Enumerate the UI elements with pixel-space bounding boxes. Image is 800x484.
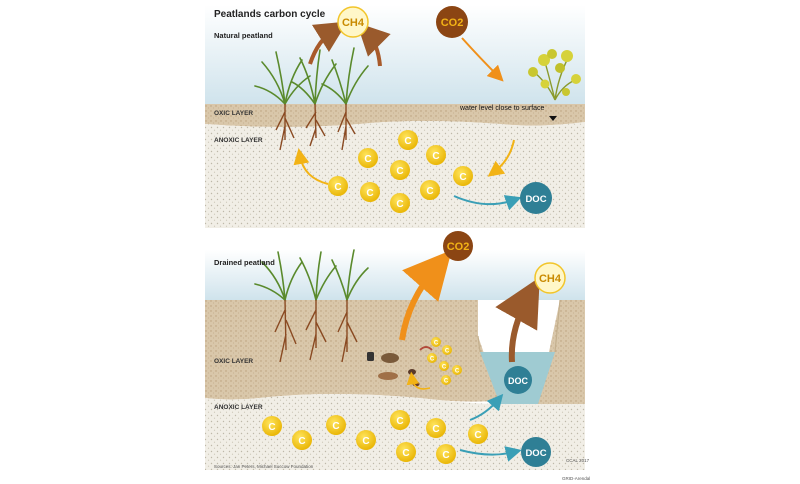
carbon-circle: C bbox=[468, 424, 488, 444]
svg-text:C: C bbox=[404, 136, 411, 147]
svg-text:C: C bbox=[430, 357, 435, 363]
grass-plants-icon bbox=[254, 47, 369, 105]
carbon-circle-small: C bbox=[439, 361, 449, 371]
co2-to-moss-arrow bbox=[461, 37, 504, 82]
carbon-circle-small: C bbox=[441, 375, 451, 385]
soil-organisms-icon bbox=[367, 346, 433, 387]
ch4-bubble-drained: CH4 bbox=[534, 262, 566, 294]
grass-plants-drained-icon bbox=[254, 249, 369, 301]
svg-text:C: C bbox=[442, 450, 449, 461]
doc-bubble-ditch: DOC bbox=[504, 366, 532, 394]
carbon-circle: C bbox=[426, 145, 446, 165]
natural-anoxic-label: ANOXIC LAYER bbox=[214, 137, 263, 144]
carbon-circle: C bbox=[356, 430, 376, 450]
ch4-label-drained: CH4 bbox=[539, 273, 562, 285]
ch4-release-arrow bbox=[495, 277, 540, 363]
natural-panel: CH4 CO2 DOC C C C C C C C C C bbox=[205, 5, 585, 228]
natural-oxic-label: OXIC LAYER bbox=[214, 110, 254, 117]
svg-text:C: C bbox=[396, 199, 403, 210]
page-title: Peatlands carbon cycle bbox=[214, 9, 326, 20]
carbon-circle-small: C bbox=[452, 365, 462, 375]
drained-panel-label: Drained peatland bbox=[214, 258, 275, 267]
svg-text:C: C bbox=[298, 436, 305, 447]
svg-text:C: C bbox=[432, 151, 439, 162]
moss-to-soil-arrow bbox=[487, 139, 515, 177]
water-level-note: water level close to surface bbox=[460, 105, 545, 112]
svg-text:C: C bbox=[364, 154, 371, 165]
carbon-circle: C bbox=[292, 430, 312, 450]
roots-icon bbox=[275, 103, 356, 151]
svg-text:C: C bbox=[366, 188, 373, 199]
carbon-to-doc-drained-arrow bbox=[459, 446, 522, 462]
carbon-circle: C bbox=[398, 130, 418, 150]
carbon-circle: C bbox=[328, 176, 348, 196]
carbon-circle: C bbox=[396, 442, 416, 462]
co2-label-drained: CO2 bbox=[447, 241, 470, 253]
drained-oxic-label: OXIC LAYER bbox=[214, 358, 254, 365]
doc-label-ditch: DOC bbox=[508, 376, 529, 386]
carbon-to-roots-arrow bbox=[293, 148, 329, 185]
doc-label-drained: DOC bbox=[525, 448, 546, 459]
doc-bubble: DOC bbox=[520, 182, 552, 214]
carbon-to-doc-arrow bbox=[453, 195, 522, 211]
carbon-circle: C bbox=[390, 193, 410, 213]
carbon-circle-small: C bbox=[427, 353, 437, 363]
svg-text:C: C bbox=[426, 186, 433, 197]
svg-text:C: C bbox=[474, 430, 481, 441]
drained-panel: C C C C C C CO2 CH4 DOC DOC bbox=[205, 231, 585, 470]
svg-text:C: C bbox=[442, 365, 447, 371]
carbon-circle: C bbox=[360, 182, 380, 202]
doc-label: DOC bbox=[525, 194, 546, 205]
carbon-circles-oxic: C C C C C C bbox=[427, 337, 462, 385]
ch4-arrow-left bbox=[308, 21, 348, 65]
svg-text:C: C bbox=[362, 436, 369, 447]
svg-text:C: C bbox=[455, 369, 460, 375]
svg-text:C: C bbox=[402, 448, 409, 459]
svg-text:C: C bbox=[396, 416, 403, 427]
carbon-circle: C bbox=[358, 148, 378, 168]
carbon-circles-drained: C C C C C C C C C bbox=[262, 410, 488, 464]
carbon-circle: C bbox=[390, 160, 410, 180]
carbon-circle: C bbox=[262, 416, 282, 436]
carbon-to-ditch-arrow bbox=[469, 393, 504, 421]
svg-text:C: C bbox=[268, 422, 275, 433]
doc-bubble-drained: DOC bbox=[521, 437, 551, 467]
co2-release-arrow bbox=[399, 249, 452, 341]
svg-text:C: C bbox=[432, 424, 439, 435]
carbon-circles-natural: C C C C C C C C C bbox=[328, 130, 473, 213]
co2-label: CO2 bbox=[441, 17, 464, 29]
carbon-circle-small: C bbox=[442, 345, 452, 355]
svg-text:C: C bbox=[445, 349, 450, 355]
drained-anoxic-label: ANOXIC LAYER bbox=[214, 404, 263, 411]
ch4-bubble: CH4 bbox=[337, 6, 369, 38]
roots-drained-icon bbox=[274, 299, 358, 363]
natural-sky bbox=[205, 5, 585, 105]
carbon-circle: C bbox=[426, 418, 446, 438]
co2-bubble-drained: CO2 bbox=[443, 231, 473, 261]
svg-text:C: C bbox=[334, 182, 341, 193]
credit-note: GRID-Arendal bbox=[562, 476, 591, 481]
water-level-marker-icon bbox=[549, 116, 557, 121]
co2-bubble: CO2 bbox=[436, 6, 468, 38]
ch4-arrow-right bbox=[356, 22, 391, 67]
carbon-circle: C bbox=[420, 180, 440, 200]
svg-text:C: C bbox=[444, 379, 449, 385]
svg-text:C: C bbox=[396, 166, 403, 177]
carbon-circle: C bbox=[326, 415, 346, 435]
carbon-circle: C bbox=[436, 444, 456, 464]
carbon-circle-small: C bbox=[431, 337, 441, 347]
svg-text:C: C bbox=[332, 421, 339, 432]
natural-panel-label: Natural peatland bbox=[214, 31, 273, 40]
carbon-to-roots-drained-arrow bbox=[406, 371, 431, 390]
carbon-circle: C bbox=[390, 410, 410, 430]
moss-plant-icon bbox=[528, 49, 581, 101]
carbon-circle: C bbox=[453, 166, 473, 186]
svg-text:C: C bbox=[434, 341, 439, 347]
sources-note: Sources: Jan Peters, Michael Succow Foun… bbox=[214, 464, 314, 469]
ch4-label: CH4 bbox=[342, 17, 365, 29]
scale-note: CCAL 2017 bbox=[566, 458, 590, 463]
svg-text:C: C bbox=[459, 172, 466, 183]
